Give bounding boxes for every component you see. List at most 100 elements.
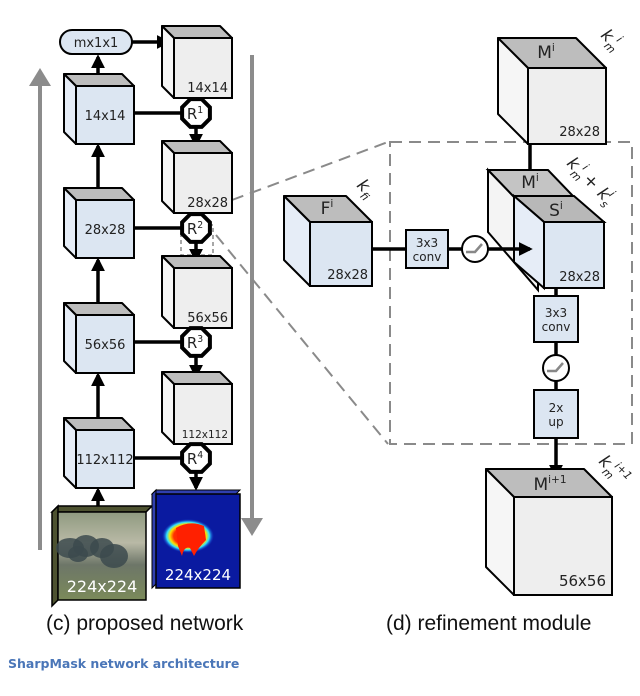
refinement-node-shape bbox=[180, 97, 212, 129]
refinement-node-label: R1 bbox=[187, 105, 203, 123]
refinement-node-r4: R4 bbox=[180, 442, 212, 474]
encoder-block-label: 14x14 bbox=[85, 109, 126, 124]
decoder-block: 14x14 bbox=[161, 25, 233, 99]
cube-front-face bbox=[513, 496, 613, 596]
concat-front-face bbox=[543, 221, 605, 289]
refinement-node-r1: R1 bbox=[180, 97, 212, 129]
cube-front-face bbox=[75, 314, 135, 374]
cube-side-face bbox=[161, 140, 175, 214]
feature-input-size: 28x28 bbox=[327, 268, 368, 283]
mask-output-cube: Mi+1 56x56 bbox=[485, 468, 613, 596]
decoder-block: 56x56 bbox=[161, 255, 233, 329]
decoder-block: 28x28 bbox=[161, 140, 233, 214]
encoder-block-label: 112x112 bbox=[76, 453, 133, 468]
elephant-shape bbox=[100, 544, 128, 568]
zoom-guide-lines bbox=[180, 141, 633, 445]
concat-skip-symbol: Si bbox=[549, 200, 563, 221]
cube-side-face bbox=[161, 255, 175, 329]
cube-front-face bbox=[75, 85, 135, 145]
decoder-block-label: 112x112 bbox=[182, 429, 228, 441]
concat-size: 28x28 bbox=[559, 270, 600, 285]
bottom-up-arrow bbox=[29, 68, 51, 550]
op-label-line2: conv bbox=[542, 320, 571, 334]
proposed-network: mx1x1 14x14 28x28 56x56 112x112 14x14 28x28 56x… bbox=[50, 25, 242, 608]
refinement-node-label: R4 bbox=[187, 450, 203, 468]
op-box bbox=[405, 229, 449, 269]
output-mask-label: 224x224 bbox=[165, 566, 231, 584]
refinement-module-frame bbox=[389, 141, 633, 445]
refinement-node-shape bbox=[180, 326, 212, 358]
top-down-arrow bbox=[241, 55, 263, 536]
caption-refinement-module: (d) refinement module bbox=[386, 612, 591, 635]
cube-front-face bbox=[173, 37, 233, 99]
cube-side-face bbox=[161, 25, 175, 99]
image-side-edge bbox=[51, 504, 59, 608]
refinement-node-shape bbox=[180, 442, 212, 474]
refinement-node-label: R2 bbox=[187, 220, 203, 238]
relu-circle bbox=[461, 235, 489, 263]
encoder-block-label: 56x56 bbox=[85, 338, 126, 353]
feature-input-symbol: Fi bbox=[321, 198, 334, 219]
encoder-block: 56x56 bbox=[63, 302, 135, 374]
input-image: 224x224 bbox=[50, 504, 154, 608]
cube-side-face bbox=[63, 302, 77, 374]
mask-output-symbol: Mi+1 bbox=[533, 474, 566, 495]
refinement-node-r2: R2 bbox=[180, 212, 212, 244]
encoder-block: 28x28 bbox=[63, 187, 135, 259]
op-label-line1: 2x bbox=[549, 401, 564, 415]
channel-count-label: kfi bbox=[350, 175, 379, 204]
cube-side-face bbox=[63, 417, 77, 489]
cube-side-face bbox=[63, 73, 77, 145]
output-mask: 224x224 bbox=[150, 488, 242, 590]
op-label-line1: 3x3 bbox=[416, 236, 438, 250]
lateral-relu bbox=[461, 235, 489, 263]
mask-input-symbol: Mi bbox=[537, 42, 555, 63]
mask-input-channels: kmi bbox=[594, 23, 627, 56]
cube-side-face bbox=[63, 187, 77, 259]
refinement-node-label: R3 bbox=[187, 334, 203, 352]
figure-footer-title: SharpMask network architecture bbox=[8, 656, 240, 671]
cube-front-face bbox=[173, 383, 233, 445]
op-label-line2: conv bbox=[413, 250, 442, 264]
relu-curve-icon bbox=[466, 243, 483, 254]
encoder-block: 14x14 bbox=[63, 73, 135, 145]
cube-front-face bbox=[173, 267, 233, 329]
op-label-line2: up bbox=[548, 415, 563, 429]
input-image-label: 224x224 bbox=[67, 577, 138, 596]
channel-count-label: kmi bbox=[594, 23, 627, 56]
decoder-block-label: 56x56 bbox=[187, 311, 228, 326]
cube-front-face bbox=[173, 152, 233, 214]
op-label-line1: 3x3 bbox=[545, 306, 567, 320]
image-top-edge bbox=[50, 505, 154, 513]
elephant-shape bbox=[68, 546, 88, 562]
refinement-node-r3: R3 bbox=[180, 326, 212, 358]
feature-input-channels: kfi bbox=[350, 175, 379, 204]
cube-side-face bbox=[161, 371, 175, 445]
mask-input-cube: Mi 28x28 bbox=[497, 37, 607, 145]
encoder-block-label: 28x28 bbox=[85, 223, 126, 238]
decoder-block-label: 14x14 bbox=[187, 81, 228, 96]
feature-input-cube: Fi 28x28 bbox=[283, 195, 373, 287]
vertical-relu bbox=[542, 354, 570, 382]
caption-proposed-network: (c) proposed network bbox=[46, 612, 244, 635]
relu-curve-icon bbox=[547, 362, 564, 373]
decoder-block: 112x112 bbox=[161, 371, 233, 445]
decoder-block-label: 28x28 bbox=[187, 196, 228, 211]
mask-output-size: 56x56 bbox=[559, 572, 606, 590]
concat-mask-symbol: Mi bbox=[521, 172, 539, 193]
output-score-node: mx1x1 bbox=[59, 29, 133, 55]
encoder-block: 112x112 bbox=[63, 417, 135, 489]
mask-hot-core bbox=[176, 523, 206, 556]
score-pill-label: mx1x1 bbox=[74, 36, 119, 51]
refinement-node-shape bbox=[180, 212, 212, 244]
cube-front-face bbox=[527, 67, 607, 145]
relu-circle bbox=[542, 354, 570, 382]
mask-input-size: 28x28 bbox=[559, 125, 600, 140]
cube-front-face bbox=[309, 221, 373, 287]
op-box bbox=[533, 295, 579, 343]
